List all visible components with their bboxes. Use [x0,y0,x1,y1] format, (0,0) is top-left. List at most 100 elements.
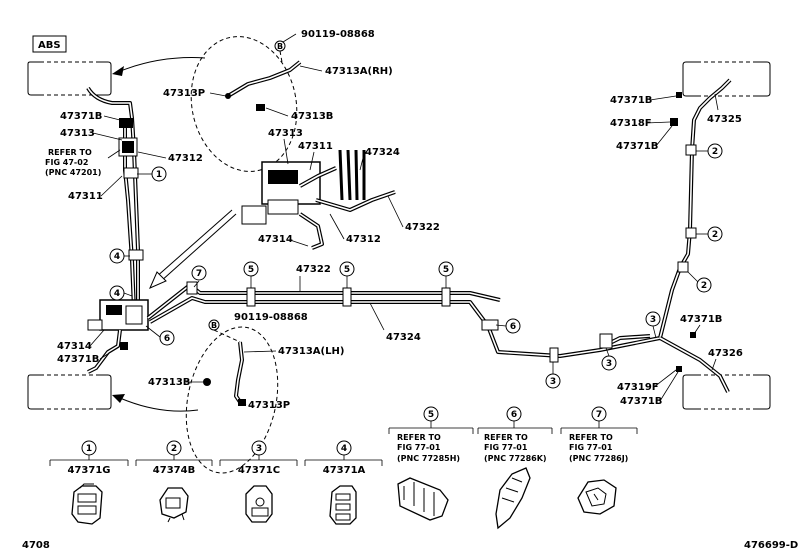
main-pipe-47324 [149,296,661,358]
svg-text:FIG 77-01: FIG 77-01 [484,443,528,452]
svg-text:REFER TO: REFER TO [397,433,441,442]
callout-2-b: 2 [696,226,723,242]
label-47322-center: 47322 [405,222,440,233]
callout-3-bottom: 3 [545,362,561,389]
svg-text:6: 6 [511,410,517,420]
svg-text:B: B [211,321,217,330]
wheel-box-rear-right [682,374,771,410]
svg-text:1: 1 [156,170,162,180]
svg-text:FIG 77-01: FIG 77-01 [397,443,441,452]
label-47313B-top: 47313B [291,111,333,122]
svg-text:2: 2 [712,147,718,157]
arrow-bottom-to-rear-left [112,394,199,412]
svg-text:5: 5 [344,265,350,275]
label-47371B-mid: 47371B [680,314,722,325]
clamp-47371A-image [329,485,357,525]
legend-4: 4 47371A [304,440,383,525]
legend-3: 3 47371C [219,440,298,523]
clamp-77285H-image [397,477,449,521]
callout-4-upper: 4 [109,248,130,264]
svg-text:47374B: 47374B [153,465,195,476]
svg-text:2: 2 [701,281,707,291]
svg-text:5: 5 [428,410,434,420]
callout-5-a: 5 [243,261,259,288]
svg-text:47371A: 47371A [323,465,366,476]
refer-left-line1: REFER TO [48,148,92,157]
legend-1: 1 47371G [49,440,129,525]
abs-tag: ABS [38,40,61,51]
label-47313A-rh: 47313A(RH) [325,66,393,77]
svg-text:6: 6 [510,322,516,332]
label-47371B-lowleft: 47371B [57,354,99,365]
label-47325: 47325 [707,114,742,125]
callout-3-mid: 3 [601,347,617,371]
svg-text:REFER TO: REFER TO [569,433,613,442]
svg-text:4: 4 [114,289,120,299]
footer-right-code: 476699-D [744,540,798,551]
label-47371B-r: 47371B [616,141,658,152]
label-47312-left: 47312 [168,153,203,164]
detail-ellipse-top [190,36,298,172]
wheel-box-front-left [27,61,112,96]
footer-left-code: 4708 [22,540,50,551]
svg-text:3: 3 [256,444,262,454]
callout-3-right: 3 [645,311,661,339]
label-47318F: 47318F [610,118,652,129]
svg-text:2: 2 [171,444,177,454]
svg-text:B: B [277,42,283,51]
clamp-47371C-image [245,485,273,523]
arrow-detail-to-abs [149,209,237,289]
svg-text:(PNC 77285H): (PNC 77285H) [397,454,460,463]
svg-text:(PNC 77286K): (PNC 77286K) [484,454,547,463]
legend-5: 5 REFER TO FIG 77-01 (PNC 77285H) [388,406,474,521]
label-47313P-top: 47313P [163,88,205,99]
label-47371B-left: 47371B [60,111,102,122]
refer-left-line3: (PNC 47201) [45,168,101,177]
svg-text:5: 5 [443,265,449,275]
label-47313-left: 47313 [60,128,95,139]
label-47313-center: 47313 [268,128,303,139]
label-47311-left: 47311 [68,191,103,202]
svg-text:6: 6 [164,334,170,344]
clamp-47371G-image [71,483,103,525]
label-47314-center: 47314 [258,234,293,245]
flex-hose-rh: B [225,40,302,111]
detail-ellipse-bottom [185,326,279,474]
label-47312-center: 47312 [346,234,381,245]
label-47314-left: 47314 [57,341,92,352]
callout-7: 7 [191,265,207,288]
svg-text:FIG 77-01: FIG 77-01 [569,443,613,452]
svg-text:REFER TO: REFER TO [484,433,528,442]
callout-6-left: 6 [145,325,175,346]
svg-text:3: 3 [550,377,556,387]
label-47313P-low: 47313P [248,400,290,411]
svg-text:7: 7 [196,269,202,279]
arrow-top-to-front-left [112,57,206,76]
label-47313B-low: 47313B [148,377,190,388]
svg-text:7: 7 [596,410,602,420]
wheel-box-rear-left [27,374,112,410]
refer-left-line2: FIG 47-02 [45,158,88,167]
label-47371B-tr: 47371B [610,95,652,106]
wheel-box-front-right [682,61,771,97]
label-47326: 47326 [708,348,743,359]
svg-text:4: 4 [114,252,120,262]
label-47313A-lh: 47313A(LH) [278,346,344,357]
svg-text:(PNC 77286J): (PNC 77286J) [569,454,628,463]
label-47324-center: 47324 [365,147,400,158]
front-left-pipe [86,86,144,321]
svg-text:5: 5 [248,265,254,275]
clamp-77286J-image [577,479,617,515]
svg-text:1: 1 [86,444,92,454]
label-47371B-br: 47371B [620,396,662,407]
label-47319F: 47319F [617,382,659,393]
label-90119-top: 90119-08868 [301,29,375,40]
abs-module-center [241,149,396,250]
callout-5-b: 5 [339,261,355,288]
callout-2-c: 2 [687,271,712,293]
flex-hose-lh: B [203,319,246,406]
clamp-77286K-image [495,467,531,530]
legend-7: 7 REFER TO FIG 77-01 (PNC 77286J) [560,406,638,515]
svg-text:2: 2 [712,230,718,240]
